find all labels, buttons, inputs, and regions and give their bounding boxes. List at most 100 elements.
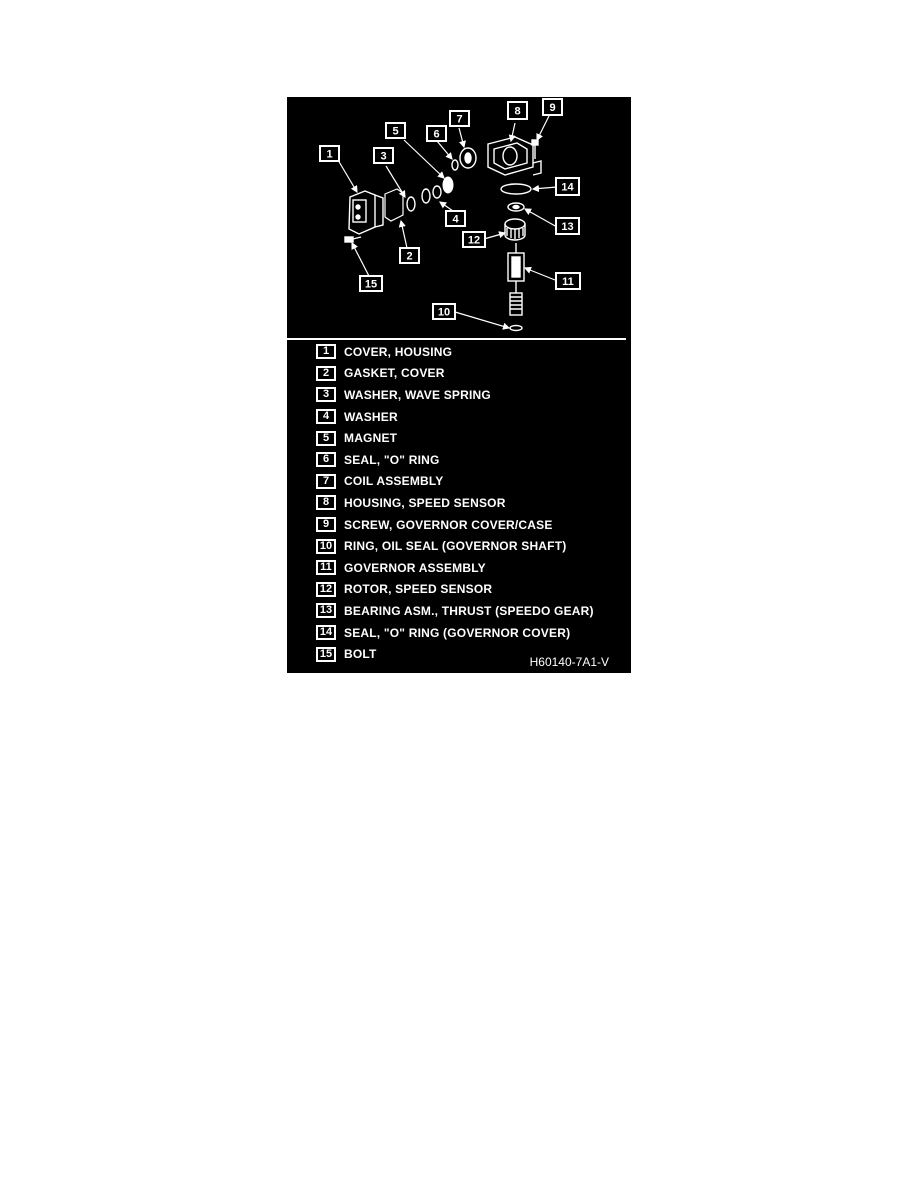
divider-line <box>287 338 626 340</box>
legend-number-box: 9 <box>316 517 336 533</box>
svg-text:3: 3 <box>380 151 386 163</box>
part-washer <box>421 188 431 204</box>
callout-12: 12 <box>462 231 486 248</box>
svg-text:5: 5 <box>392 126 398 138</box>
legend-item: 2 GASKET, COVER <box>316 363 616 385</box>
legend-label: SEAL, "O" RING (GOVERNOR COVER) <box>344 625 571 640</box>
legend-item: 6 SEAL, "O" RING <box>316 449 616 471</box>
legend-label: ROTOR, SPEED SENSOR <box>344 582 493 597</box>
part-coil-assembly <box>459 147 477 169</box>
legend-item: 4 WASHER <box>316 406 616 428</box>
legend-number-box: 8 <box>316 495 336 511</box>
callout-13: 13 <box>555 217 580 235</box>
svg-text:12: 12 <box>468 235 480 247</box>
legend-item: 10 RING, OIL SEAL (GOVERNOR SHAFT) <box>316 535 616 557</box>
legend-number-box: 3 <box>316 387 336 403</box>
leader-lines <box>337 115 558 330</box>
part-magnet <box>442 176 454 194</box>
parts-legend: 1 COVER, HOUSING 2 GASKET, COVER 3 WASHER, … <box>316 341 616 665</box>
legend-number-box: 1 <box>316 344 336 360</box>
leader-line <box>523 266 556 281</box>
part-washer <box>432 185 442 199</box>
legend-item: 5 MAGNET <box>316 427 616 449</box>
part-thrust-bearing <box>507 202 525 212</box>
legend-number-box: 14 <box>316 625 336 641</box>
callout-9: 9 <box>542 98 563 116</box>
legend-label: HOUSING, SPEED SENSOR <box>344 495 506 510</box>
legend-number-box: 11 <box>316 560 336 576</box>
svg-text:9: 9 <box>549 102 555 114</box>
callout-6: 6 <box>426 125 447 142</box>
legend-item: 14 SEAL, "O" RING (GOVERNOR COVER) <box>316 622 616 644</box>
legend-label: BEARING ASM., THRUST (SPEEDO GEAR) <box>344 603 594 618</box>
legend-label: COIL ASSEMBLY <box>344 474 444 489</box>
legend-number-box: 2 <box>316 365 336 381</box>
svg-text:10: 10 <box>438 307 450 319</box>
callout-3: 3 <box>373 147 394 164</box>
legend-number-box: 5 <box>316 430 336 446</box>
svg-text:14: 14 <box>561 182 574 194</box>
legend-number-box: 15 <box>316 646 336 662</box>
part-gasket-cover <box>384 188 404 222</box>
leader-line <box>523 208 558 228</box>
legend-number-box: 7 <box>316 473 336 489</box>
callout-15: 15 <box>359 275 383 292</box>
callout-5: 5 <box>385 122 406 139</box>
legend-item: 1 COVER, HOUSING <box>316 341 616 363</box>
governor-exploded-diagram: 1 2 3 4 5 6 7 8 9 10 11 12 13 14 15 <box>319 98 581 332</box>
legend-label: RING, OIL SEAL (GOVERNOR SHAFT) <box>344 539 567 554</box>
legend-item: 9 SCREW, GOVERNOR COVER/CASE <box>316 514 616 536</box>
part-speed-sensor-housing <box>487 136 542 176</box>
legend-item: 8 HOUSING, SPEED SENSOR <box>316 492 616 514</box>
legend-item: 13 BEARING ASM., THRUST (SPEEDO GEAR) <box>316 600 616 622</box>
leader-line <box>531 184 558 193</box>
part-governor-assembly <box>507 243 525 316</box>
callout-7: 7 <box>449 110 470 127</box>
svg-text:1: 1 <box>326 149 332 161</box>
part-screw <box>531 139 539 159</box>
part-cover-housing <box>348 190 384 235</box>
svg-text:6: 6 <box>433 129 439 141</box>
legend-label: MAGNET <box>344 431 398 446</box>
leader-line <box>483 231 507 240</box>
part-o-ring-seal <box>451 159 459 171</box>
leader-line <box>337 159 358 194</box>
legend-label: GOVERNOR ASSEMBLY <box>344 560 486 575</box>
legend-label: WASHER, WAVE SPRING <box>344 387 491 402</box>
svg-text:4: 4 <box>452 214 459 226</box>
legend-number-box: 6 <box>316 452 336 468</box>
figure-code: H60140-7A1-V <box>529 655 609 669</box>
leader-line <box>508 122 516 143</box>
leader-line <box>398 219 408 249</box>
legend-item: 7 COIL ASSEMBLY <box>316 471 616 493</box>
legend-label: SCREW, GOVERNOR COVER/CASE <box>344 517 553 532</box>
legend-label: WASHER <box>344 409 398 424</box>
legend-number-box: 4 <box>316 409 336 425</box>
leader-line <box>351 241 371 279</box>
svg-text:7: 7 <box>456 114 462 126</box>
legend-label: SEAL, "O" RING <box>344 452 440 467</box>
callout-8: 8 <box>507 101 528 120</box>
legend-number-box: 10 <box>316 538 336 554</box>
callout-14: 14 <box>555 177 580 196</box>
part-bolt <box>344 236 362 243</box>
svg-text:13: 13 <box>561 221 573 233</box>
part-rotor <box>504 218 526 241</box>
legend-label: GASKET, COVER <box>344 366 445 381</box>
legend-number-box: 13 <box>316 603 336 619</box>
leader-line <box>439 201 454 212</box>
leader-line <box>385 165 406 199</box>
legend-item: 11 GOVERNOR ASSEMBLY <box>316 557 616 579</box>
svg-text:11: 11 <box>562 276 574 288</box>
leader-line <box>536 115 550 142</box>
part-o-ring-governor-cover <box>500 183 532 195</box>
callout-4: 4 <box>445 210 466 227</box>
part-oil-seal-ring <box>509 324 523 332</box>
leader-line <box>436 140 453 160</box>
callout-10: 10 <box>432 303 456 320</box>
legend-label: COVER, HOUSING <box>344 344 453 359</box>
legend-item: 3 WASHER, WAVE SPRING <box>316 384 616 406</box>
part-wave-spring-washer <box>406 196 416 212</box>
